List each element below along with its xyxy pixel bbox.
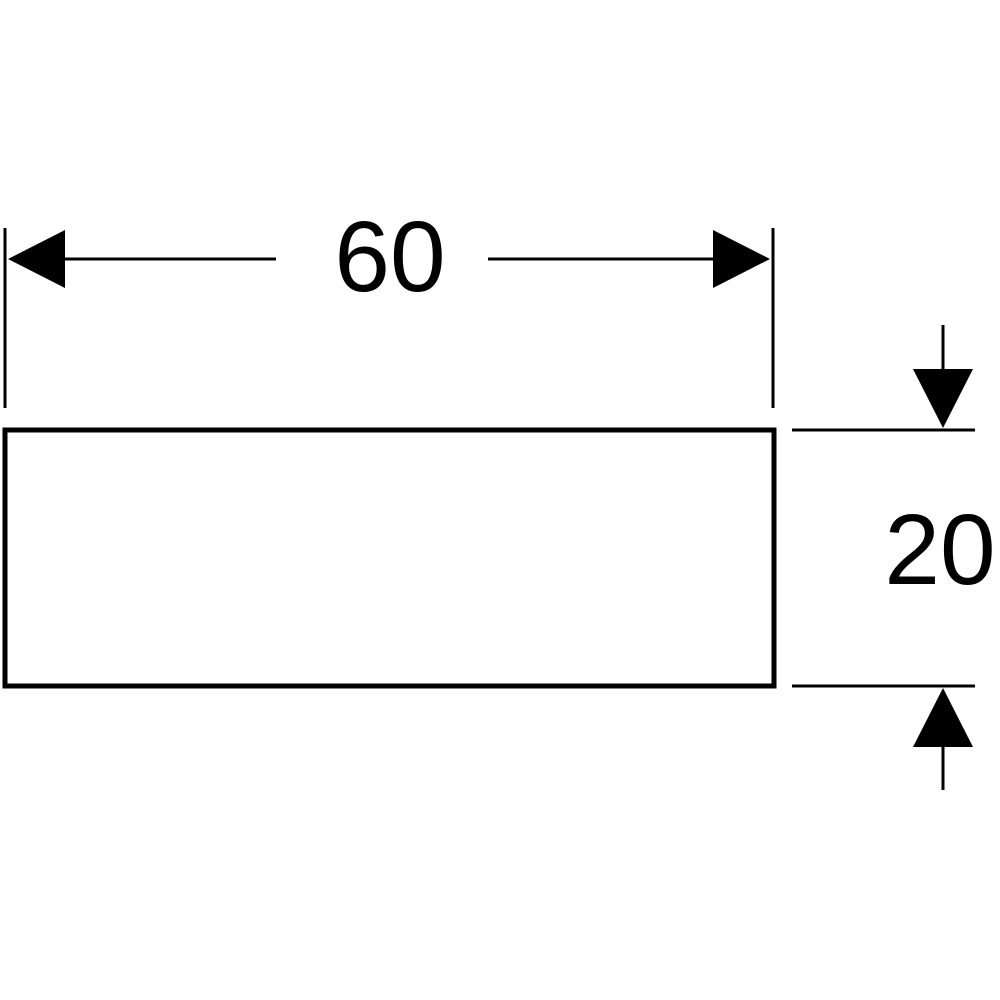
height-dimension: 20 — [792, 325, 996, 790]
height-dimension-label: 20 — [884, 494, 995, 606]
arrow-up-icon — [913, 688, 973, 747]
arrow-right-icon — [713, 230, 770, 288]
arrow-left-icon — [8, 230, 65, 288]
width-dimension-label: 60 — [334, 201, 445, 313]
width-dimension: 60 — [3, 201, 775, 408]
arrow-down-icon — [913, 369, 973, 428]
part-outline — [2, 427, 777, 689]
